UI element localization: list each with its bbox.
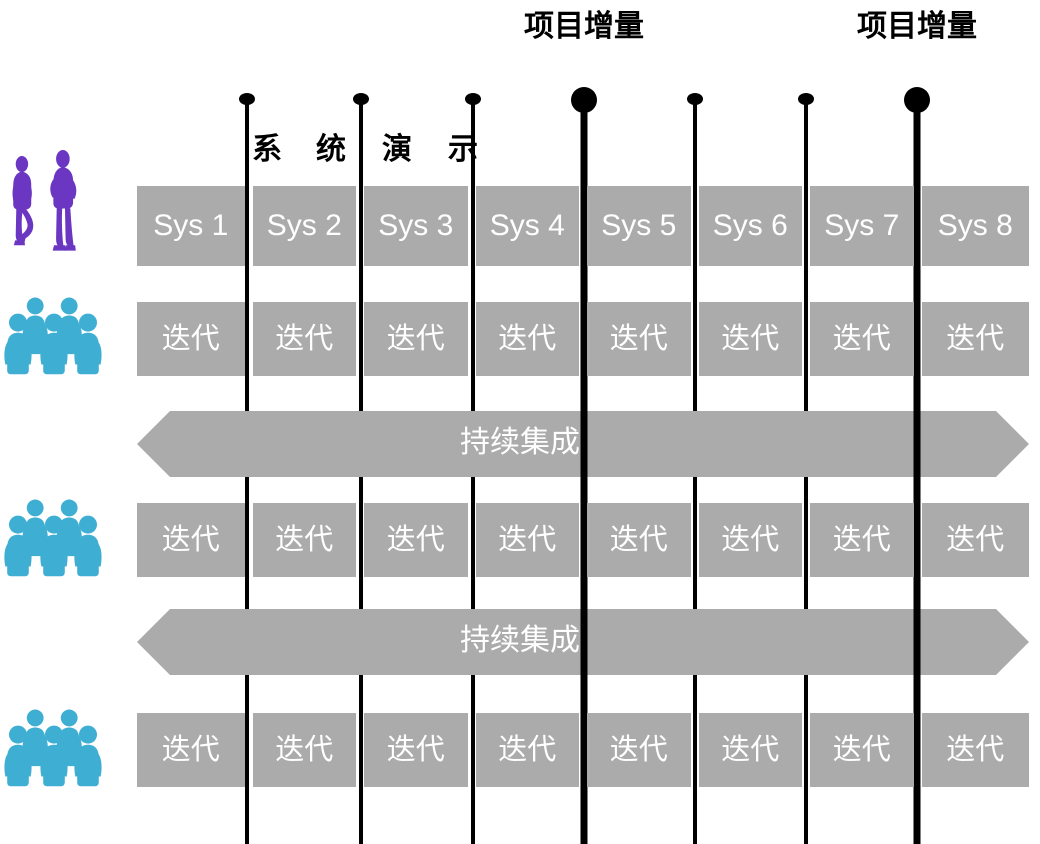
iteration-cell-label: 迭代: [161, 523, 220, 556]
iteration-cell-label: 迭代: [832, 733, 891, 766]
system-cell: Sys 1: [137, 186, 245, 266]
actor-group-business-owners: [12, 150, 77, 251]
iteration-cell: 迭代: [587, 713, 691, 787]
iteration-cell: 迭代: [475, 503, 579, 577]
actor-group-agile-team-2: [4, 499, 102, 577]
iteration-cell-label: 迭代: [498, 523, 557, 556]
system-cell-label: Sys 6: [712, 209, 788, 242]
system-cell: Sys 7: [810, 186, 914, 266]
iteration-cell-label: 迭代: [609, 733, 668, 766]
system-demo-pin-icon: [798, 93, 814, 105]
system-demo-pin-icon: [239, 93, 255, 105]
iteration-cell: 迭代: [364, 713, 468, 787]
iteration-cell-label: 迭代: [832, 322, 891, 355]
system-cell-label: Sys 3: [378, 209, 454, 242]
system-cell-label: Sys 1: [153, 209, 229, 242]
iteration-cell-label: 迭代: [386, 733, 445, 766]
system-demo-pin-icon: [353, 93, 369, 105]
iteration-cell-label: 迭代: [161, 322, 220, 355]
iteration-cell: 迭代: [587, 302, 691, 376]
system-cell: Sys 2: [252, 186, 356, 266]
increment-divider-line: [580, 100, 588, 844]
iteration-cell-label: 迭代: [946, 322, 1005, 355]
iteration-cell: 迭代: [810, 713, 914, 787]
iteration-cell: 迭代: [698, 302, 802, 376]
iteration-cell-label: 迭代: [161, 733, 220, 766]
iteration-cell: 迭代: [921, 713, 1029, 787]
iteration-cell: 迭代: [810, 302, 914, 376]
iteration-cell: 迭代: [921, 503, 1029, 577]
iteration-cell-label: 迭代: [721, 322, 780, 355]
iteration-cell-label: 迭代: [386, 523, 445, 556]
system-cell-label: Sys 7: [824, 209, 900, 242]
iteration-cell: 迭代: [810, 503, 914, 577]
iteration-cell: 迭代: [475, 713, 579, 787]
iteration-cell-label: 迭代: [832, 523, 891, 556]
system-cell: Sys 3: [364, 186, 468, 266]
iteration-cell-label: 迭代: [609, 322, 668, 355]
iteration-cell-label: 迭代: [498, 733, 557, 766]
iteration-cell: 迭代: [698, 503, 802, 577]
increment-divider-line: [913, 100, 921, 844]
iteration-cell: 迭代: [252, 302, 356, 376]
iteration-cell-label: 迭代: [275, 523, 334, 556]
project-increment-pin-icon: [904, 87, 930, 113]
iteration-cell: 迭代: [698, 713, 802, 787]
iteration-cell: 迭代: [252, 713, 356, 787]
system-demo-pin-icon: [687, 93, 703, 105]
iteration-cell-label: 迭代: [946, 733, 1005, 766]
system-cell: Sys 4: [475, 186, 579, 266]
iteration-cell-label: 迭代: [609, 523, 668, 556]
project-increment-pin-icon: [571, 87, 597, 113]
iteration-cell-label: 迭代: [386, 322, 445, 355]
actor-group-agile-team-1: [4, 297, 102, 375]
iteration-cell-label: 迭代: [498, 322, 557, 355]
iteration-cell: 迭代: [137, 503, 245, 577]
system-cell-label: Sys 2: [266, 209, 342, 242]
iteration-cell-label: 迭代: [721, 733, 780, 766]
system-cell-label: Sys 4: [489, 209, 565, 242]
iteration-cell-label: 迭代: [275, 733, 334, 766]
iteration-cell: 迭代: [137, 713, 245, 787]
actor-group-agile-team-3: [4, 709, 102, 787]
system-cell-label: Sys 5: [601, 209, 677, 242]
system-cell: Sys 5: [587, 186, 691, 266]
iteration-cell: 迭代: [252, 503, 356, 577]
iteration-cell-label: 迭代: [721, 523, 780, 556]
iteration-cell: 迭代: [921, 302, 1029, 376]
iteration-cell-label: 迭代: [275, 322, 334, 355]
iteration-cell: 迭代: [475, 302, 579, 376]
system-cell: Sys 6: [698, 186, 802, 266]
iteration-cell: 迭代: [137, 302, 245, 376]
iteration-cell-label: 迭代: [946, 523, 1005, 556]
system-demo-pin-icon: [465, 93, 481, 105]
iteration-cell: 迭代: [364, 302, 468, 376]
system-cell: Sys 8: [921, 186, 1029, 266]
iteration-cell: 迭代: [364, 503, 468, 577]
iteration-cell: 迭代: [587, 503, 691, 577]
system-cell-label: Sys 8: [937, 209, 1013, 242]
